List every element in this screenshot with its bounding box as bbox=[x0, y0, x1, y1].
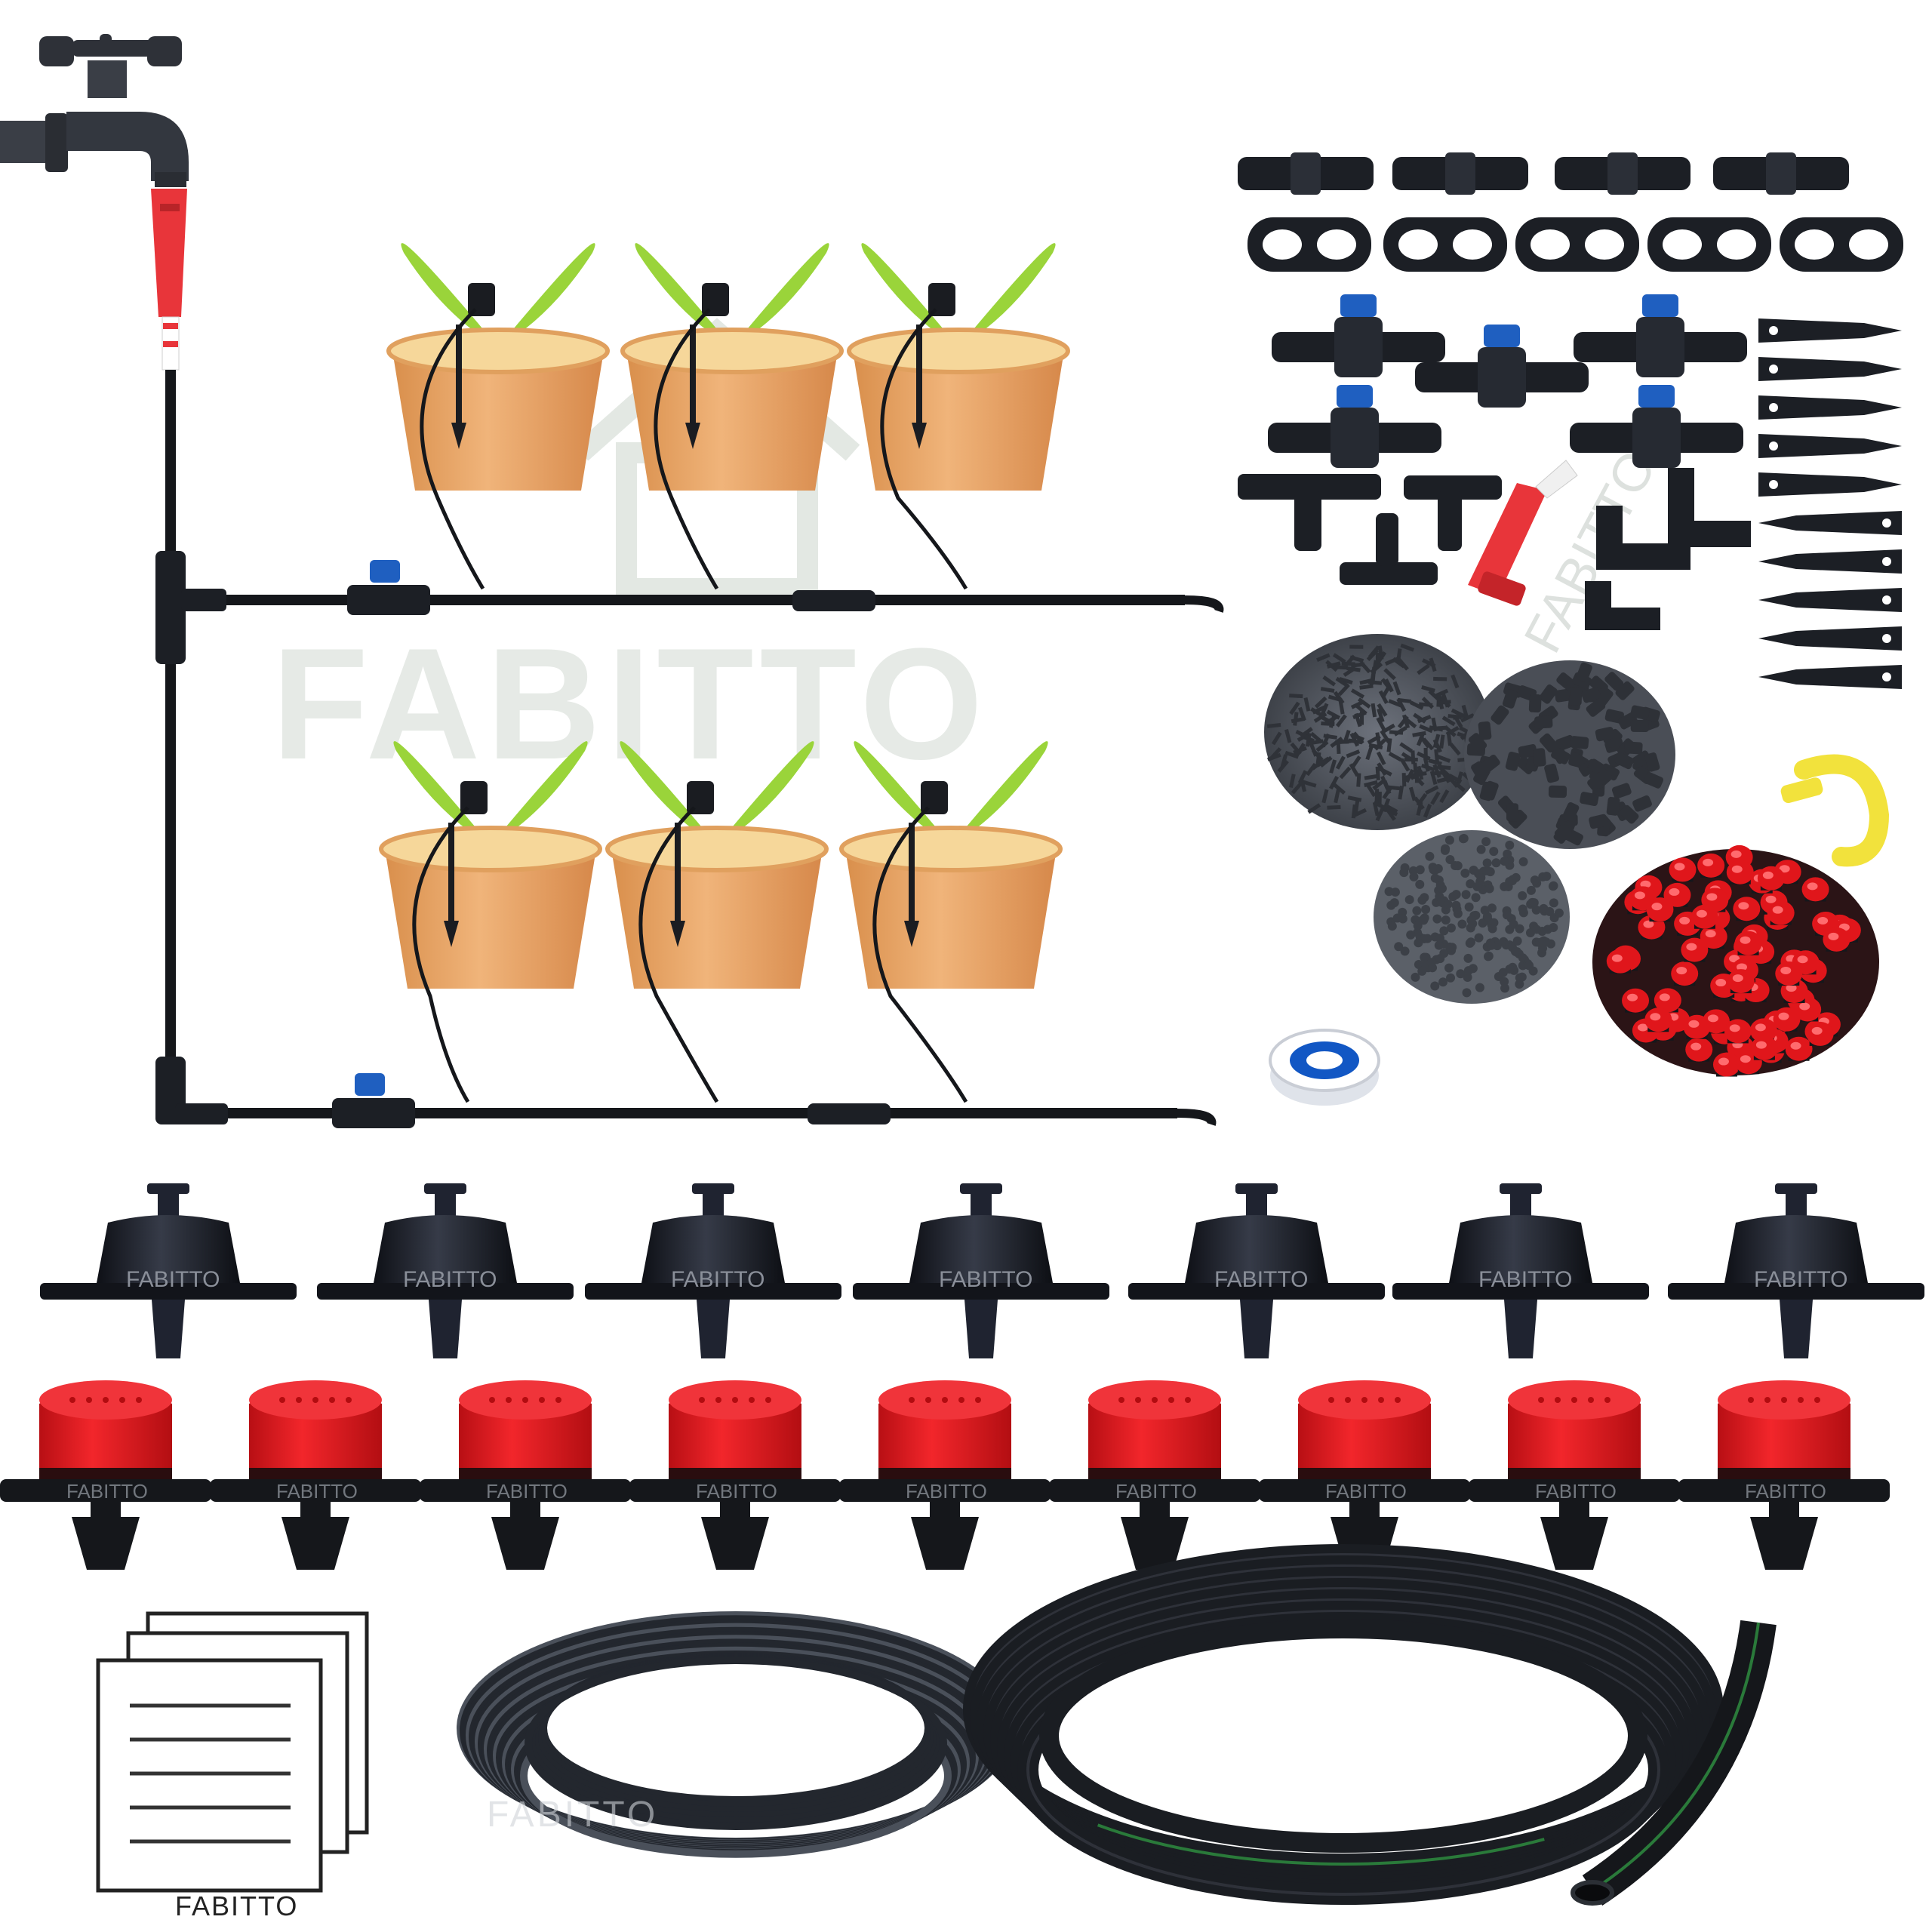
ball-valve bbox=[1415, 325, 1589, 408]
red-drip-emitter: FABITTO bbox=[210, 1380, 421, 1570]
inline-valve-bottom bbox=[332, 1073, 415, 1128]
straight-connector bbox=[1238, 152, 1374, 195]
stake bbox=[1758, 357, 1902, 381]
emitter-brand-label: FABITTO bbox=[906, 1480, 987, 1503]
emitter-brand-label: FABITTO bbox=[696, 1480, 777, 1503]
emitter-brand-label: FABITTO bbox=[1325, 1480, 1407, 1503]
goof-plug-heap bbox=[1374, 830, 1570, 1004]
hole-plug bbox=[1247, 217, 1371, 272]
emitter-brand-label: FABITTO bbox=[486, 1480, 568, 1503]
red-emitter-row: FABITTO FABITTO FABITTO FABITTO FABITTO FABIT… bbox=[0, 1380, 1890, 1570]
hole-plug bbox=[1780, 217, 1903, 272]
emitter-brand-label: FABITTO bbox=[403, 1267, 497, 1292]
stakes bbox=[1758, 318, 1902, 689]
potted-plant bbox=[839, 741, 1063, 1103]
tee-barb-heap bbox=[1464, 660, 1675, 849]
elbow-connectors bbox=[1585, 468, 1751, 630]
black-drip-emitter: FABITTO bbox=[317, 1183, 574, 1358]
straight-connectors bbox=[1238, 152, 1849, 195]
stake bbox=[1758, 511, 1902, 535]
potted-plant bbox=[847, 243, 1070, 590]
emitter-brand-label: FABITTO bbox=[1535, 1480, 1617, 1503]
black-drip-emitter: FABITTO bbox=[853, 1183, 1109, 1358]
emitter-brand-label: FABITTO bbox=[66, 1480, 148, 1503]
red-emitter-heap bbox=[1592, 844, 1879, 1077]
emitter-brand-label: FABITTO bbox=[939, 1267, 1032, 1292]
hole-plugs bbox=[1247, 217, 1903, 272]
emitter-brand-label: FABITTO bbox=[1478, 1267, 1572, 1292]
potted-plant bbox=[386, 243, 610, 590]
potted-plants bbox=[379, 243, 1070, 1103]
emitter-brand-label: FABITTO bbox=[671, 1267, 764, 1292]
black-drip-emitter: FABITTO bbox=[40, 1183, 297, 1358]
stake bbox=[1758, 395, 1902, 420]
hole-plug bbox=[1383, 217, 1507, 272]
stake bbox=[1758, 318, 1902, 343]
watermark-text: FABITTO bbox=[272, 615, 989, 792]
straight-connector bbox=[1392, 152, 1528, 195]
emitter-brand-label: FABITTO bbox=[126, 1267, 220, 1292]
coil-brand-label: FABITTO bbox=[487, 1795, 658, 1835]
ball-valve bbox=[1272, 294, 1445, 377]
potted-plant bbox=[379, 741, 602, 1103]
main-pipe-coil bbox=[963, 1544, 1777, 1906]
faucet-icon bbox=[0, 34, 189, 371]
black-emitter-row: FABITTO FABITTO FABITTO FABITTO FABITTO FABIT… bbox=[40, 1183, 1924, 1358]
manual-brand-label: FABITTO bbox=[175, 1890, 298, 1921]
hole-plug bbox=[1515, 217, 1639, 272]
emitter-brand-label: FABITTO bbox=[1745, 1480, 1826, 1503]
manual-icon: FABITTO bbox=[96, 1611, 369, 1921]
straight-connector bbox=[1555, 152, 1690, 195]
red-drip-emitter: FABITTO bbox=[420, 1380, 631, 1570]
stake bbox=[1758, 434, 1902, 458]
stake bbox=[1758, 665, 1902, 689]
red-drip-emitter: FABITTO bbox=[0, 1380, 211, 1570]
ball-valve bbox=[1570, 385, 1743, 468]
black-drip-emitter: FABITTO bbox=[1392, 1183, 1649, 1358]
stake bbox=[1758, 626, 1902, 651]
red-drip-emitter: FABITTO bbox=[1678, 1380, 1890, 1570]
micro-tube-coil: FABITTO bbox=[457, 1611, 1015, 1858]
black-drip-emitter: FABITTO bbox=[585, 1183, 841, 1358]
potted-plant bbox=[620, 243, 844, 590]
stake bbox=[1758, 472, 1902, 497]
ball-valves bbox=[1268, 294, 1747, 468]
emitter-brand-label: FABITTO bbox=[1115, 1480, 1197, 1503]
yellow-hook-icon bbox=[1780, 754, 1890, 867]
red-drip-emitter: FABITTO bbox=[629, 1380, 841, 1570]
barb-connector-heap bbox=[1264, 634, 1491, 830]
straight-connector bbox=[1713, 152, 1849, 195]
hole-plug bbox=[1647, 217, 1771, 272]
ball-valve bbox=[1574, 294, 1747, 377]
emitter-brand-label: FABITTO bbox=[276, 1480, 358, 1503]
red-drip-emitter: FABITTO bbox=[1259, 1380, 1470, 1570]
red-faucet-adapter-icon bbox=[1468, 460, 1578, 606]
ball-valve bbox=[1268, 385, 1441, 468]
black-drip-emitter: FABITTO bbox=[1128, 1183, 1385, 1358]
black-drip-emitter: FABITTO bbox=[1668, 1183, 1924, 1358]
stake bbox=[1758, 588, 1902, 612]
tee-connectors bbox=[1238, 474, 1502, 585]
stake bbox=[1758, 549, 1902, 574]
emitter-brand-label: FABITTO bbox=[1214, 1267, 1308, 1292]
pipe-fittings bbox=[155, 551, 891, 1124]
potted-plant bbox=[605, 741, 829, 1103]
red-drip-emitter: FABITTO bbox=[1469, 1380, 1680, 1570]
teflon-tape-icon bbox=[1269, 1029, 1380, 1106]
emitter-brand-label: FABITTO bbox=[1754, 1267, 1847, 1292]
red-drip-emitter: FABITTO bbox=[839, 1380, 1051, 1570]
inline-valve-top bbox=[347, 560, 430, 615]
red-drip-emitter: FABITTO bbox=[1049, 1380, 1260, 1570]
